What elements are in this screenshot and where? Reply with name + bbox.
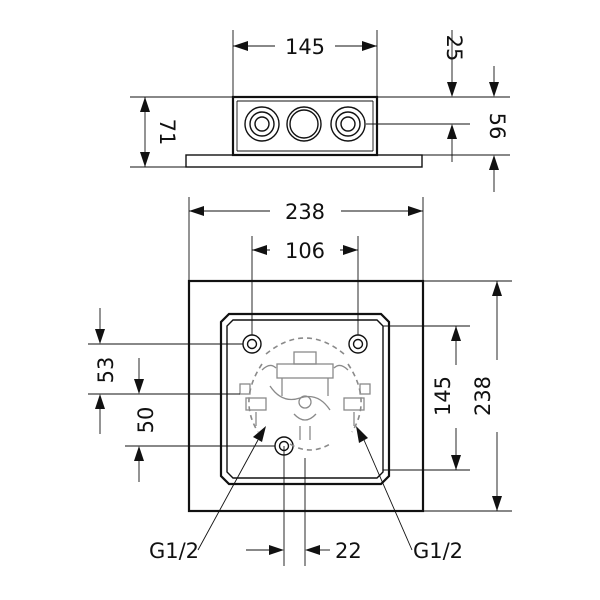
dimension-label-upper-offset: 53 (94, 357, 118, 384)
top-view: 145 71 25 56 (130, 30, 510, 192)
dimension-hole-spacing: 106 (251, 236, 359, 335)
dimension-inner-height: 145 (383, 325, 470, 471)
dimension-label-top-height: 71 (155, 119, 179, 146)
mounting-hole-top-right (348, 334, 368, 354)
dimension-label-plate-width: 238 (285, 200, 325, 224)
dimension-label-top-offset-25: 25 (442, 35, 466, 62)
front-view-inner-box (219, 312, 391, 486)
valve-internals (239, 337, 371, 451)
top-view-box-body (231, 95, 379, 157)
dimension-top-height: 71 (130, 96, 233, 168)
dimension-top-offsets: 25 56 (366, 30, 510, 192)
port-right (330, 106, 366, 142)
dimension-label-plate-height: 238 (471, 376, 495, 416)
label-left-connection: G1/2 (149, 539, 199, 563)
dimension-plate-height: 238 (423, 280, 512, 512)
leader-left-connection: G1/2 (149, 426, 266, 563)
dimension-left-offsets: 53 50 (88, 308, 275, 482)
dimension-label-lower-offset: 50 (134, 407, 158, 434)
dimension-label-hole-spacing: 106 (285, 239, 325, 263)
front-view: 238 106 238 (88, 197, 512, 566)
dimension-label-outlet-offset: 22 (335, 539, 362, 563)
dimension-label-inner-height: 145 (431, 376, 455, 416)
dimension-label-top-offset-56: 56 (485, 113, 509, 140)
leader-right-connection: G1/2 (356, 426, 463, 563)
dimension-plate-width: 238 (188, 197, 424, 281)
port-left (244, 106, 280, 142)
front-view-outer-plate (187, 279, 425, 513)
label-right-connection: G1/2 (413, 539, 463, 563)
dimension-top-width: 145 (232, 30, 378, 97)
top-view-base-plate (185, 154, 423, 168)
port-center (286, 106, 322, 142)
mounting-hole-top-left (242, 334, 262, 354)
dimension-outlet-offset: 22 (246, 446, 362, 566)
dimension-label-top-width: 145 (285, 35, 325, 59)
